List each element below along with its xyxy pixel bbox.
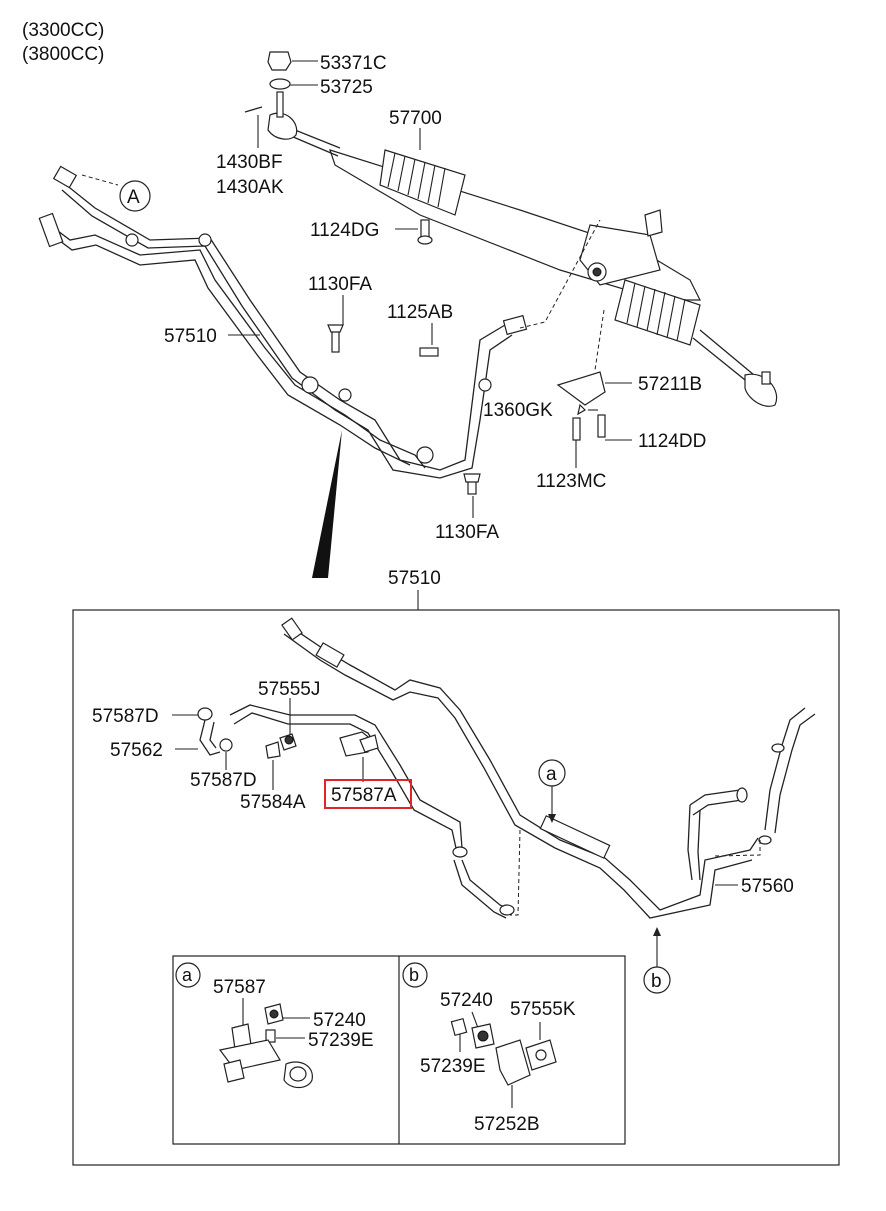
inset-b-label-57555K: 57555K [510,999,576,1020]
inset-a-label-57239E: 57239E [308,1030,374,1051]
upper-hose-lines [38,165,605,495]
label-57510-upper: 57510 [164,326,217,347]
engine-variant-3800: (3800CC) [22,44,104,65]
label-57584A: 57584A [240,792,306,813]
upper-leader-lines [228,60,632,518]
label-1130FA-upper: 1130FA [308,274,372,295]
label-57587D-top: 57587D [92,706,159,727]
callout-b-label: b [651,971,662,992]
inset-a-label-57240: 57240 [313,1010,366,1031]
washer-icon [269,78,291,90]
callout-a-label: a [546,764,557,785]
inset-b-label-57239E: 57239E [420,1056,486,1077]
label-57587D-bottom: 57587D [190,770,257,791]
detail-leader-lines [172,698,738,886]
label-1124DD: 1124DD [638,431,706,452]
inset-a-tag: a [182,965,193,985]
label-57700: 57700 [389,108,442,129]
nut-icon [267,51,292,71]
detail-pointer-arrow [312,430,342,578]
label-57562: 57562 [110,740,163,761]
detail-box [72,609,840,1166]
label-53725: 53725 [320,77,373,98]
inset-b-tag: b [409,965,419,985]
label-53371C: 53371C [320,53,387,74]
label-1123MC: 1123MC [536,471,606,492]
highlight-box-57587A [324,779,412,809]
inset-a: a 57587 57240 57239E [175,962,374,1089]
callout-a: a [538,759,566,823]
label-1125AB: 1125AB [387,302,453,323]
label-57560: 57560 [741,876,794,897]
callout-A-label: A [127,187,140,208]
inset-b: b 57240 57555K 57239E 57252B [402,962,576,1135]
inset-a-label-57587: 57587 [213,977,266,998]
label-1430BF: 1430BF [216,152,283,173]
label-1130FA-lower: 1130FA [435,522,499,543]
steering-gear-assembly [244,51,778,441]
detail-title-57510: 57510 [388,568,441,589]
inset-b-label-57252B: 57252B [474,1114,540,1135]
label-1124DG: 1124DG [310,220,379,241]
label-1360GK: 1360GK [483,400,553,421]
label-57587A: 57587A [331,785,397,806]
inset-b-label-57240: 57240 [440,990,493,1011]
engine-variant-3300: (3300CC) [22,20,104,41]
label-57211B: 57211B [638,374,702,395]
callout-A: A [119,180,151,212]
label-1430AK: 1430AK [216,177,284,198]
callout-b: b [643,927,671,994]
detail-hose-lines [197,617,816,919]
label-57555J: 57555J [258,679,320,700]
